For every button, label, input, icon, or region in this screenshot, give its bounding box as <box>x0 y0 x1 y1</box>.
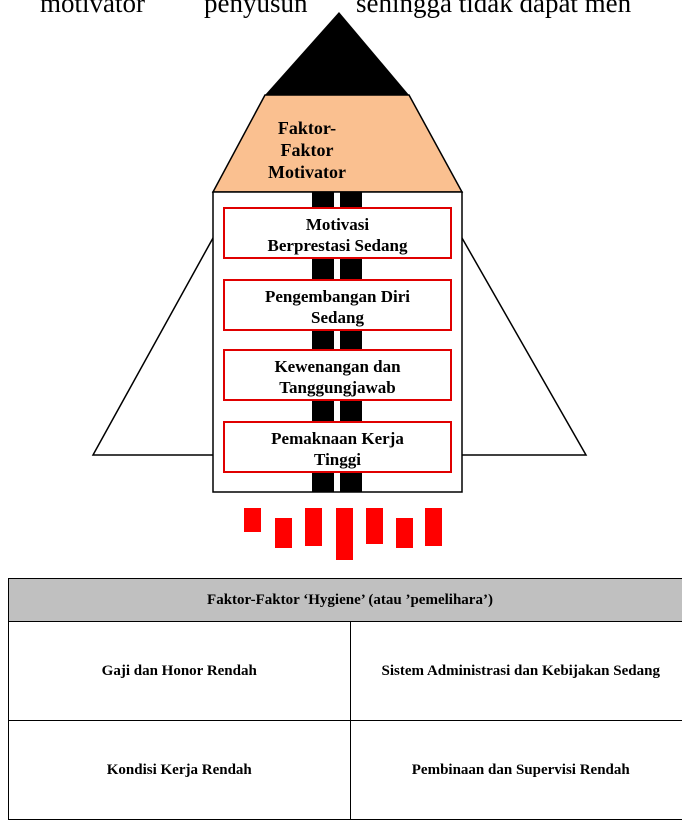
cap-label: Faktor-Faktor Motivator <box>255 117 359 183</box>
rocket-nose-cone <box>265 12 409 95</box>
motivator-box-3-line2: Tanggungjawab <box>225 377 450 398</box>
motivator-box-4-line1: Pemaknaan Kerja <box>225 423 450 449</box>
motivator-box-4: Pemaknaan Kerja Tinggi <box>223 421 452 473</box>
flame-bar <box>425 508 442 546</box>
flame-bar <box>275 518 292 548</box>
hygiene-factors-table: Faktor-Faktor ‘Hygiene’ (atau ’pemelihar… <box>8 578 682 820</box>
motivator-box-3: Kewenangan dan Tanggungjawab <box>223 349 452 401</box>
motivator-box-2-line2: Sedang <box>225 307 450 328</box>
motivator-box-3-line1: Kewenangan dan <box>225 351 450 377</box>
motivator-box-4-line2: Tinggi <box>225 449 450 470</box>
hygiene-cell-salary: Gaji dan Honor Rendah <box>9 622 351 721</box>
motivator-box-2-line1: Pengembangan Diri <box>225 281 450 307</box>
flame-bar <box>336 508 353 560</box>
flame-bar <box>396 518 413 548</box>
flame-bar <box>244 508 261 532</box>
cap-label-line1: Faktor-Faktor <box>255 117 359 161</box>
motivator-box-1-line2: Berprestasi Sedang <box>225 235 450 256</box>
motivator-box-2: Pengembangan Diri Sedang <box>223 279 452 331</box>
flame-bar <box>366 508 383 544</box>
flame-bar <box>305 508 322 546</box>
motivator-box-1: Motivasi Berprestasi Sedang <box>223 207 452 259</box>
cap-label-line2: Motivator <box>255 161 359 183</box>
hygiene-cell-supervision: Pembinaan dan Supervisi Rendah <box>350 721 682 820</box>
hygiene-cell-work-conditions: Kondisi Kerja Rendah <box>9 721 351 820</box>
hygiene-cell-administration: Sistem Administrasi dan Kebijakan Sedang <box>350 622 682 721</box>
motivator-box-1-line1: Motivasi <box>225 209 450 235</box>
hygiene-table-header: Faktor-Faktor ‘Hygiene’ (atau ’pemelihar… <box>9 579 682 622</box>
